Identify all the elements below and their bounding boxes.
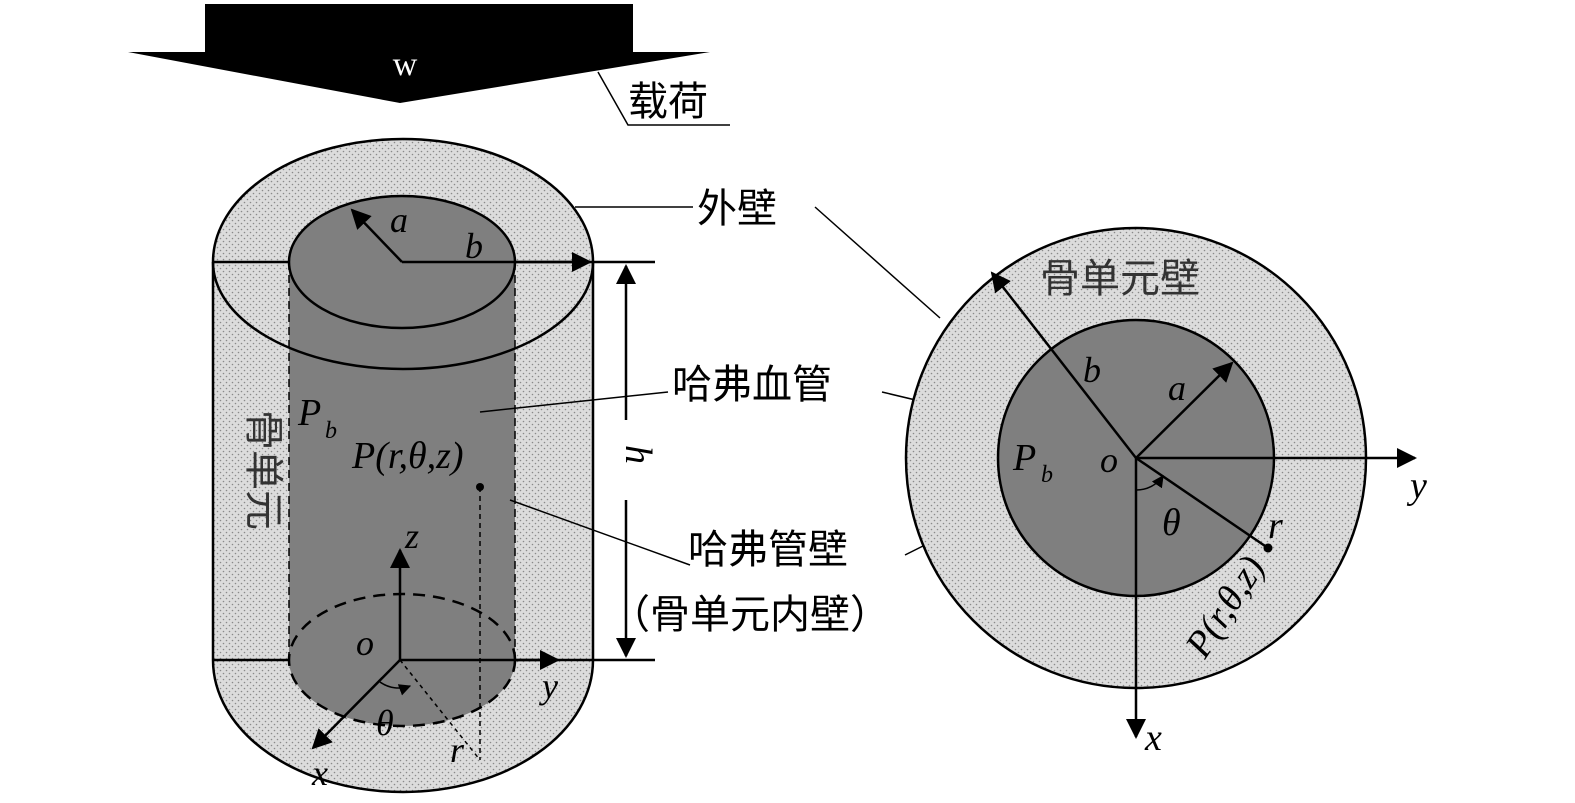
radius-a-label-right: a <box>1168 368 1186 408</box>
svg-text:P: P <box>297 392 321 434</box>
radius-b-label: b <box>465 226 483 266</box>
pressure-label-right: P b <box>1012 437 1053 488</box>
radius-a-arrow-right <box>1135 361 1234 459</box>
load-leader <box>597 71 730 126</box>
osteon-label: 骨单元 <box>240 410 286 530</box>
radius-b-arrow-right <box>990 271 1137 459</box>
load-arrow-label: w <box>393 46 418 83</box>
load-arrow: w 载荷 <box>128 4 730 126</box>
theta-label-left: θ <box>376 703 394 743</box>
svg-text:b: b <box>325 418 337 444</box>
axis-x-left <box>311 659 401 750</box>
radius-a-label: a <box>390 200 408 240</box>
canal-wall-label: 哈弗管壁 <box>688 527 848 573</box>
axis-x-label-right: x <box>1144 717 1162 759</box>
load-arrow-shape <box>128 4 710 103</box>
pressure-label-left: P b <box>297 392 337 444</box>
r-line-right <box>1135 456 1269 550</box>
point-marker-right <box>1263 543 1273 553</box>
svg-text:P: P <box>1012 437 1036 479</box>
axis-y-label-left: y <box>539 666 558 706</box>
wall-label-right: 骨单元壁 <box>1040 256 1200 302</box>
r-label-right: r <box>1268 505 1283 547</box>
canal-label: 哈弗血管 <box>672 362 832 408</box>
r-label-left: r <box>450 730 465 770</box>
left-cylinder-view: a b h 骨单元 P b P(r,θ,z) z y x o θ r <box>211 137 659 794</box>
radius-b-label-right: b <box>1083 350 1101 390</box>
axis-y-label-right: y <box>1406 465 1427 507</box>
outer-wall-label: 外壁 <box>697 186 777 232</box>
load-label: 载荷 <box>628 79 708 125</box>
right-section-view: 骨单元壁 b a y x o θ r P b P(r,θ,z) <box>904 226 1427 759</box>
svg-text:b: b <box>1041 462 1053 488</box>
radius-a-arrow <box>350 208 403 263</box>
axis-x-label-left: x <box>311 753 328 793</box>
canal-cylinder <box>289 262 515 726</box>
point-label-left: P(r,θ,z) <box>351 435 464 477</box>
origin-label-left: o <box>356 623 374 663</box>
origin-label-right: o <box>1100 440 1118 480</box>
axis-z-label-left: z <box>404 516 419 556</box>
theta-label-right: θ <box>1162 502 1181 544</box>
height-label: h <box>617 445 659 464</box>
canal-wall-label-2: （骨单元内壁） <box>610 592 890 638</box>
